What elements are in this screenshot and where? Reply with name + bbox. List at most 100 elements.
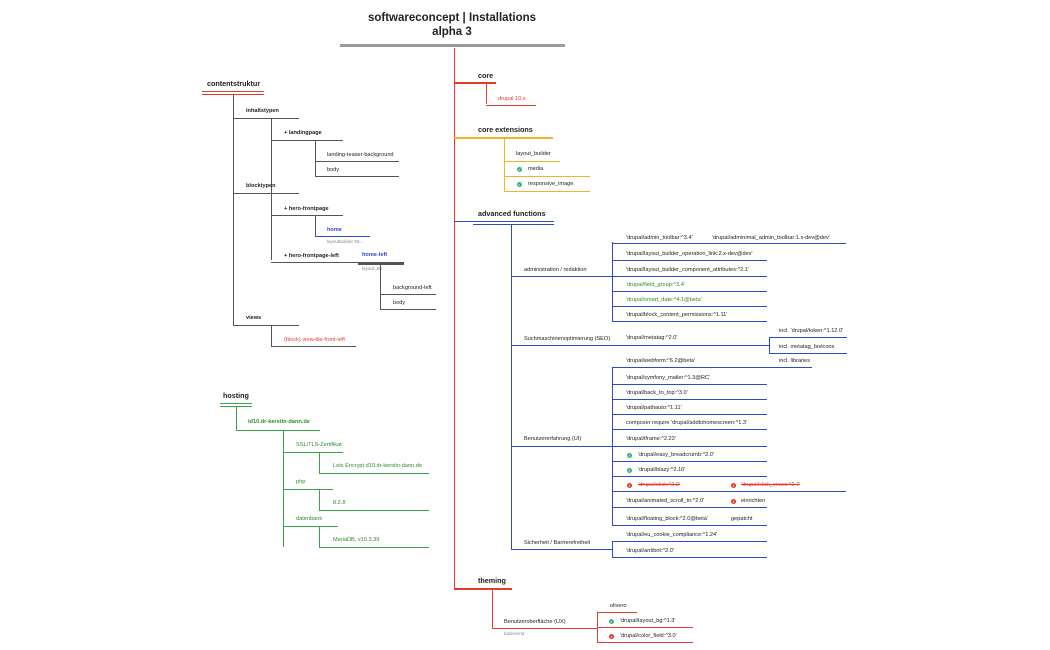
node-seo-group[interactable]: Suchmaschinenoptimierung (SEO) [524, 336, 611, 342]
connector [271, 215, 343, 216]
pkg-lb-operation-link[interactable]: 'drupal/layout_builder_operation_link:2.… [626, 251, 753, 257]
pkg-eu-cookie[interactable]: 'drupal/eu_cookie_compliance:^1.24' [626, 532, 718, 538]
node-body[interactable]: body [393, 300, 406, 306]
connector [486, 105, 536, 106]
connector [597, 612, 637, 613]
connector [612, 429, 767, 430]
node-layout-builder[interactable]: layout_builder [516, 151, 551, 157]
node-olivero[interactable]: olivero [610, 603, 627, 609]
connector [597, 642, 693, 643]
hosting-spine [283, 430, 284, 547]
node-view-tile[interactable]: (block) view-tile-front-left [284, 337, 345, 343]
node-hero-frontpage-left[interactable]: + hero-frontpage-left [284, 253, 339, 259]
node-responsive-image[interactable]: responsive_image [528, 181, 574, 187]
connector [283, 526, 338, 527]
node-landing-body[interactable]: body [327, 167, 340, 173]
pkg-adminimal-toolbar[interactable]: 'drupal/adminimal_admin_toolbar:1.x-dev@… [712, 235, 830, 241]
pkg-iframe[interactable]: 'drupal/iframe:^2.23' [626, 436, 676, 442]
pkg-animated-scroll[interactable]: 'drupal/animated_scroll_to:^2.0' [626, 498, 705, 504]
connector [454, 221, 554, 222]
connector [612, 306, 767, 307]
connector [504, 161, 560, 162]
inhaltstypen-spine [271, 118, 272, 260]
node-ux-group[interactable]: Benutzererfahrung (UI) [524, 436, 582, 442]
node-hosting[interactable]: hosting [223, 391, 249, 400]
error-icon: ! [731, 499, 736, 504]
connector [492, 590, 493, 628]
node-contentstruktur[interactable]: contentstruktur [207, 79, 261, 88]
node-background-left[interactable]: background-left [393, 285, 432, 291]
connector [612, 525, 767, 526]
connector [612, 557, 767, 558]
node-landingpage[interactable]: + landingpage [284, 130, 322, 136]
pkg-field-group[interactable]: 'drupal/field_group:^3.4' [626, 282, 685, 288]
connector [319, 489, 320, 510]
connector [612, 461, 767, 462]
pkg-slick-views[interactable]: 'drupal/slick_views:^2.7' [741, 482, 801, 488]
connector [612, 541, 767, 542]
connector [612, 399, 767, 400]
connector [380, 294, 436, 295]
connector [454, 82, 496, 84]
node-domain[interactable]: id10.dr-kerstin-dann.de [248, 419, 310, 425]
pkg-lb-component-attributes[interactable]: 'drupal/layout_builder_component_attribu… [626, 267, 749, 273]
error-icon: ! [627, 483, 632, 488]
hosting-underline [220, 403, 252, 404]
connector [769, 337, 847, 338]
pkg-color-field[interactable]: 'drupal/color_field:^3.0' [620, 633, 677, 639]
connector [612, 541, 613, 558]
node-theming[interactable]: theming [478, 576, 506, 585]
pkg-addtohomescreen[interactable]: composer require 'drupal/addtohomescreen… [626, 420, 748, 426]
node-landing-teaser-background[interactable]: landing-teaser-background [327, 152, 394, 158]
pkg-block-content-permissions[interactable]: 'drupal/block_content_permissions:^1.11' [626, 312, 728, 318]
pkg-layout-bg[interactable]: 'drupal/layout_bg:^1.3' [620, 618, 676, 624]
pkg-antibot[interactable]: 'drupal/antibot:^2.0' [626, 548, 674, 554]
pkg-easy-breadcrumb[interactable]: 'drupal/easy_breadcrumb:^2.0' [638, 452, 714, 458]
node-php-value[interactable]: 8.2.8 [333, 500, 346, 506]
contentstruktur-spine [233, 95, 234, 325]
pkg-symfony-mailer[interactable]: 'drupal/symfony_mailer:^1.3@RC' [626, 375, 711, 381]
connector [271, 325, 272, 347]
node-advanced-functions[interactable]: advanced functions [478, 209, 546, 218]
node-views[interactable]: views [246, 315, 262, 321]
node-db-value[interactable]: MariaDB, v10.3.39 [333, 537, 380, 543]
node-ssl[interactable]: SSL/TLS-Zertifikat: [296, 442, 344, 448]
node-blocktypen[interactable]: blocktypen [246, 183, 276, 189]
node-drupal-10[interactable]: drupal 10.x [498, 96, 526, 102]
connector [492, 628, 597, 629]
node-theming-ux[interactable]: Benutzeroberfläche (UX) [504, 619, 566, 625]
pkg-metatag[interactable]: 'drupal/metatag:^2.0' [626, 335, 678, 341]
node-core-extensions[interactable]: core extensions [478, 125, 533, 134]
pkg-slick[interactable]: 'drupal/slick:^2.9' [638, 482, 681, 488]
node-media[interactable]: media [528, 166, 544, 172]
pkg-pathauto[interactable]: 'drupal/pathauto:^1.11' [626, 405, 682, 411]
node-php[interactable]: php [296, 479, 306, 485]
node-admin-group[interactable]: administration / redaktion [524, 267, 587, 273]
connector [511, 446, 612, 447]
advanced-spine [511, 224, 512, 549]
connector [319, 547, 429, 548]
node-home-left[interactable]: home-left [362, 252, 388, 258]
node-hero-frontpage[interactable]: + hero-frontpage [284, 206, 329, 212]
pkg-floating-block[interactable]: 'drupal/floating_block:^2.0@beta' [626, 516, 708, 522]
node-datenbank[interactable]: datenbank [296, 516, 323, 522]
pkg-admin-toolbar[interactable]: 'drupal/admin_toolbar:^3.4' [626, 235, 693, 241]
pkg-metatag-favicons[interactable]: incl. metatag_favicons [779, 344, 835, 350]
pkg-smart-date[interactable]: 'drupal/smart_date:^4.1@beta' [626, 297, 702, 303]
connector [612, 476, 767, 477]
connector [358, 263, 404, 265]
node-core[interactable]: core [478, 71, 494, 80]
title-underline [340, 44, 565, 47]
connector [319, 473, 429, 474]
node-ssl-value[interactable]: Lets Encrypt d10.dr-kerstin-dann.de [333, 463, 422, 469]
node-inhaltstypen[interactable]: inhaltstypen [246, 108, 279, 114]
pkg-back-to-top[interactable]: 'drupal/back_to_top:^3.0' [626, 390, 688, 396]
pkg-token[interactable]: incl. 'drupal/token:^1.12.0' [779, 328, 844, 334]
pkg-blazy[interactable]: 'drupal/blazy:^2.16' [638, 467, 686, 473]
node-security-group[interactable]: Sicherheit / Barrierefreiheit [524, 540, 591, 546]
node-home[interactable]: home [327, 227, 342, 233]
connector [236, 430, 320, 431]
pkg-incl-libraries[interactable]: incl. libraries [779, 358, 811, 364]
note-einrichten: einrichten [741, 498, 766, 504]
pkg-webform[interactable]: 'drupal/webform:^6.2@beta' [626, 358, 696, 364]
